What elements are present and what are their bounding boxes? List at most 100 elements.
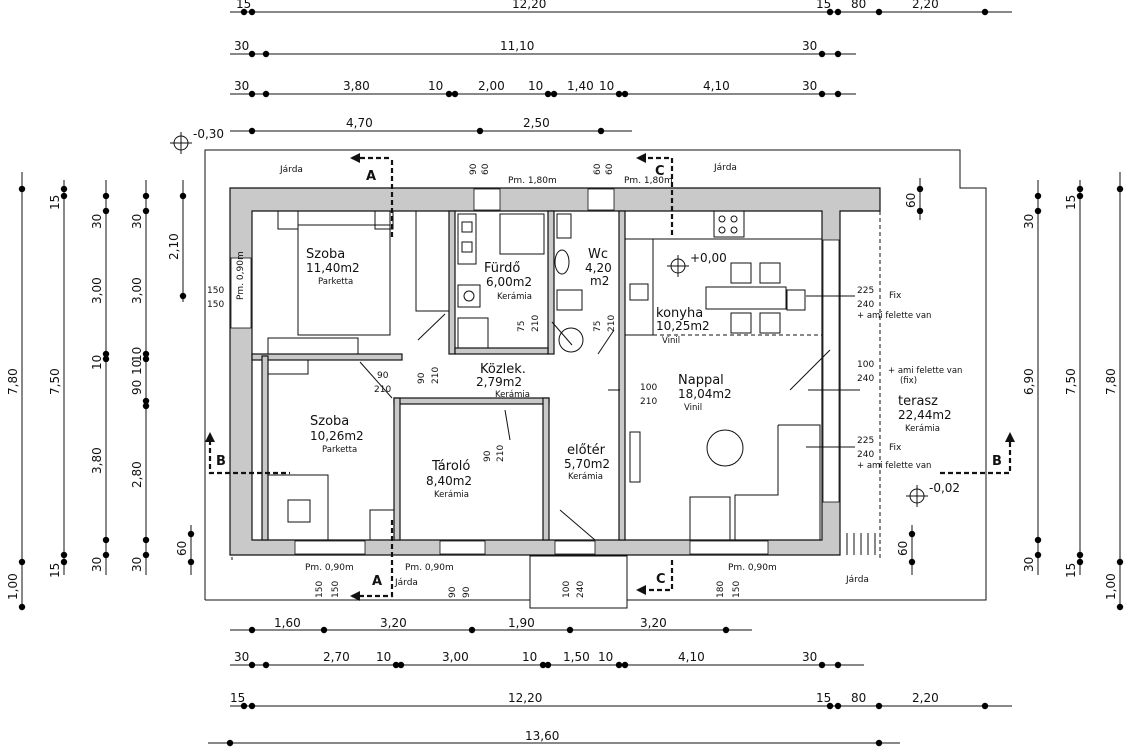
op-240-c: 240 xyxy=(857,450,874,460)
op-90-g: 90 xyxy=(448,586,458,598)
dim-top2-0: 30 xyxy=(234,39,249,53)
dim-top1-3: 80 xyxy=(851,0,866,11)
op-240-a: 240 xyxy=(857,300,874,310)
label-pm180-left: Pm. 1,80m xyxy=(508,176,557,186)
section-a-top: A xyxy=(366,169,376,184)
op-150-a: 150 xyxy=(207,286,224,296)
room-szoba2-area: 10,26m2 xyxy=(310,429,364,443)
op-90-a: 90 xyxy=(469,163,479,175)
dim-top3-0: 30 xyxy=(234,79,249,93)
dim-bottom2-8: 30 xyxy=(802,650,817,664)
dim-top4-1: 2,50 xyxy=(523,116,550,130)
room-szoba2-name: Szoba xyxy=(310,414,349,429)
dim-bottom2-0: 30 xyxy=(234,650,249,664)
dim-bottom3-3: 80 xyxy=(851,691,866,705)
dim-right1-1: 6,90 xyxy=(1022,368,1036,395)
room-wc-name: Wc xyxy=(588,247,608,262)
dim-right3-0: 7,80 xyxy=(1104,368,1118,395)
op-90-h: 90 xyxy=(462,586,472,598)
dim-top1-4: 2,20 xyxy=(912,0,939,11)
dim-right-small-0: 60 xyxy=(904,193,918,208)
dim-top2-2: 30 xyxy=(802,39,817,53)
dim-bottom2-7: 4,10 xyxy=(678,650,705,664)
op-60-b: 60 xyxy=(593,163,603,175)
dim-left4-0: 30 xyxy=(130,214,144,229)
label-pm090-2: Pm. 0,90m xyxy=(405,563,454,573)
dim-top3-5: 1,40 xyxy=(567,79,594,93)
room-nappal-name: Nappal xyxy=(678,373,724,388)
op-210-a: 210 xyxy=(531,315,541,332)
opening-labels: Pm. 1,80m Pm. 1,80m Pm. 0,90m Pm. 0,90m … xyxy=(207,163,962,598)
section-b-left: B xyxy=(216,454,226,469)
walls xyxy=(229,187,881,556)
op-90-d: 90 xyxy=(377,371,389,381)
dim-left1-0: 7,80 xyxy=(6,368,20,395)
section-c-top: C xyxy=(655,164,665,179)
op-210-e: 210 xyxy=(431,367,441,384)
room-terasz-area: 22,44m2 xyxy=(898,408,952,422)
dim-left4-4: 90 xyxy=(130,380,144,395)
label-pm180-right: Pm. 1,80m xyxy=(624,176,673,186)
op-210-b: 210 xyxy=(607,315,617,332)
furniture xyxy=(267,210,876,555)
label-pm090-3: Pm. 0,90m xyxy=(728,563,777,573)
room-terasz-material: Kerámia xyxy=(905,424,940,434)
label-jarda-top-left: Járda xyxy=(279,165,303,175)
room-furdo-material: Kerámia xyxy=(497,292,532,302)
room-furdo-name: Fürdő xyxy=(484,261,520,276)
dim-top3-7: 4,10 xyxy=(703,79,730,93)
op-90-f: 90 xyxy=(483,450,493,462)
dim-bottom1-1: 3,20 xyxy=(380,616,407,630)
op-90-e: 90 xyxy=(417,372,427,384)
top-dimension-chains: 15 12,20 15 80 2,20 30 11,10 30 30 3,80 … xyxy=(170,0,1012,154)
label-fix-a: Fix xyxy=(889,291,902,301)
dim-top3-2: 10 xyxy=(428,79,443,93)
dim-bottom2-2: 10 xyxy=(376,650,391,664)
op-225-a: 225 xyxy=(857,286,874,296)
section-b-right: B xyxy=(992,454,1002,469)
dim-bottom1-2: 1,90 xyxy=(508,616,535,630)
op-150-e: 150 xyxy=(732,581,742,598)
dim-right2-1: 7,50 xyxy=(1064,368,1078,395)
op-210-f: 210 xyxy=(496,445,506,462)
dim-left2-0: 15 xyxy=(48,195,62,210)
dim-right1-0: 30 xyxy=(1022,214,1036,229)
dim-bottom2-1: 2,70 xyxy=(323,650,350,664)
label-ami-b: + ami felette van xyxy=(888,366,962,376)
dim-top2-1: 11,10 xyxy=(500,39,534,53)
room-labels: Szoba 11,40m2 Parketta Fürdő 6,00m2 Kerá… xyxy=(306,247,952,500)
dim-bottom1-0: 1,60 xyxy=(274,616,301,630)
dim-right2-0: 15 xyxy=(1064,195,1078,210)
dim-top4-0: 4,70 xyxy=(346,116,373,130)
room-furdo-area: 6,00m2 xyxy=(486,275,532,289)
op-150-d: 150 xyxy=(331,581,341,598)
op-225-b: 225 xyxy=(857,436,874,446)
dim-left3-0: 30 xyxy=(90,214,104,229)
label-pm090-1: Pm. 0,90m xyxy=(305,563,354,573)
dim-right-small-1: 60 xyxy=(896,541,910,556)
room-szoba1-material: Parketta xyxy=(318,277,353,287)
op-150-b: 150 xyxy=(207,300,224,310)
dim-top1-2: 15 xyxy=(816,0,831,11)
op-100-a: 100 xyxy=(640,383,657,393)
label-pm090-left: Pm. 0,90m xyxy=(236,251,246,300)
room-tarolo-name: Tároló xyxy=(431,459,470,474)
room-eloter-material: Kerámia xyxy=(568,472,603,482)
room-kozlek-material: Kerámia xyxy=(495,390,530,400)
room-kozlek-area: 2,79m2 xyxy=(476,375,522,389)
dim-right3-1: 1,00 xyxy=(1104,573,1118,600)
bottom-dimension-chains: 1,60 3,20 1,90 3,20 30 2,70 10 3,00 10 1… xyxy=(208,616,1012,747)
op-75-a: 75 xyxy=(517,321,527,332)
dim-left5-1: 60 xyxy=(175,541,189,556)
room-nappal-area: 18,04m2 xyxy=(678,387,732,401)
dim-left4-3: 10 xyxy=(130,360,144,375)
dim-left3-2: 10 xyxy=(90,355,104,370)
op-210-d: 210 xyxy=(374,385,391,395)
room-wc-area: 4,20 xyxy=(585,261,612,275)
dim-top3-8: 30 xyxy=(802,79,817,93)
op-100-c: 100 xyxy=(562,581,572,598)
room-konyha-material: Vinil xyxy=(662,336,680,346)
room-konyha-name: konyha xyxy=(656,306,703,321)
label-ami-c: + ami felette van xyxy=(857,461,931,471)
